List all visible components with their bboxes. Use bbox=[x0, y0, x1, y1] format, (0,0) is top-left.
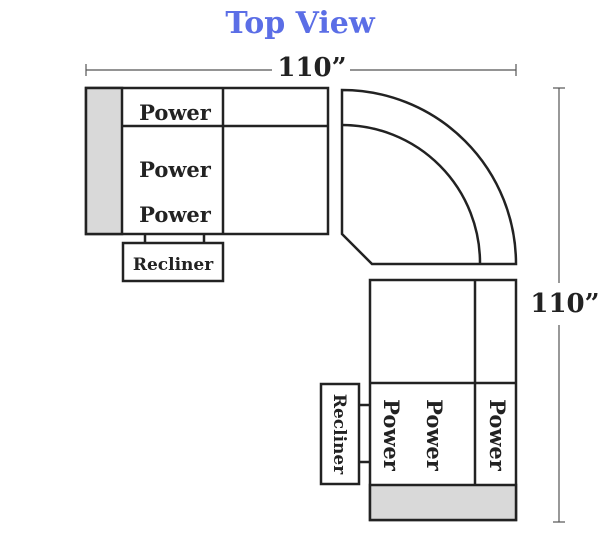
depth-dimension-label: 110” bbox=[530, 289, 599, 319]
left-section: Power Power Power bbox=[84, 86, 330, 236]
bottom-section-outline bbox=[368, 278, 518, 522]
left-power-label-3: Power bbox=[139, 202, 212, 227]
bottom-section: Power Power Power bbox=[368, 278, 518, 522]
bottom-power-label-3: Power bbox=[485, 399, 510, 472]
left-recliner-box bbox=[121, 241, 225, 283]
corner-wedge-seat-arc bbox=[341, 123, 482, 265]
corner-wedge-outline bbox=[340, 88, 518, 266]
bottom-recliner-box bbox=[319, 382, 361, 486]
bottom-recliner-tag: Recliner bbox=[319, 382, 370, 486]
depth-dimension: 110” bbox=[530, 87, 600, 523]
diagram-title: Top View bbox=[225, 6, 376, 41]
left-power-label-2: Power bbox=[139, 157, 212, 182]
bottom-power-label-2: Power bbox=[422, 399, 447, 472]
bottom-power-label-1: Power bbox=[379, 399, 404, 472]
corner-wedge bbox=[340, 88, 518, 266]
bottom-recliner-label: Recliner bbox=[329, 394, 349, 475]
bottom-arm bbox=[368, 483, 518, 522]
left-recliner-label: Recliner bbox=[133, 255, 214, 275]
left-arm bbox=[84, 86, 124, 236]
left-recliner-tag: Recliner bbox=[121, 234, 225, 283]
width-dimension: 110” bbox=[85, 53, 517, 83]
left-power-label-1: Power bbox=[139, 100, 212, 125]
width-dimension-label: 110” bbox=[277, 53, 346, 83]
